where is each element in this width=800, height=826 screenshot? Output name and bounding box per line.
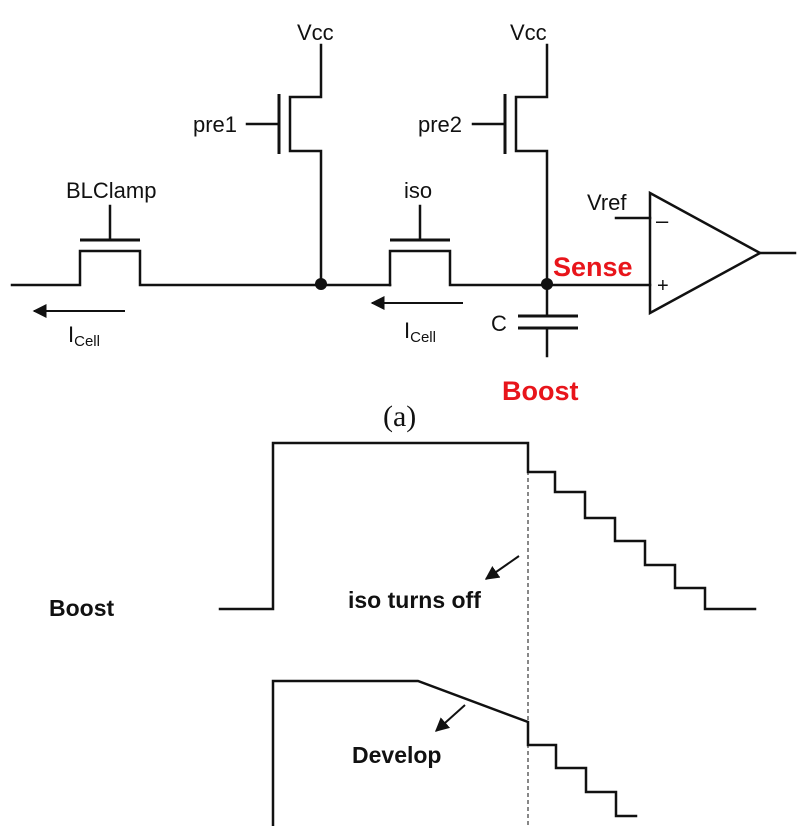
comparator-plus-label: +	[657, 275, 669, 297]
pre2-label: pre2	[418, 112, 462, 137]
boost-waveform	[218, 441, 757, 611]
caption-a: (a)	[383, 400, 416, 433]
iso-turns-off-arrow	[484, 555, 520, 580]
boost-node-label: Boost	[502, 376, 579, 406]
develop-arrow	[434, 704, 466, 732]
sense-waveform	[271, 679, 638, 826]
timing-waveforms: Boost iso turns off Develop	[49, 441, 757, 826]
iso-label: iso	[404, 178, 432, 203]
bitline-wire-left	[10, 249, 392, 287]
vref-label: Vref	[587, 190, 627, 215]
capacitor-label: C	[491, 311, 507, 336]
iso-turns-off-label: iso turns off	[348, 587, 481, 613]
comparator-minus-label: –	[656, 208, 669, 233]
bitline-wire-right	[388, 249, 652, 287]
blclamp-transistor	[80, 204, 140, 242]
sense-amplifier	[614, 190, 797, 316]
vcc-label-right: Vcc	[510, 20, 547, 45]
capacitor	[518, 283, 578, 358]
pre1-transistor	[245, 43, 323, 287]
blclamp-label: BLClamp	[66, 178, 156, 203]
vcc-label-left: Vcc	[297, 20, 334, 45]
sense-node-label: Sense	[553, 252, 633, 282]
circuit-schematic: Vcc Vcc pre1 pre2 BLClamp iso Vref – + I…	[10, 20, 797, 433]
icell-label-left: ICell	[68, 322, 100, 350]
icell-label-right: ICell	[404, 318, 436, 346]
develop-label: Develop	[352, 742, 441, 768]
pre2-transistor	[471, 43, 549, 287]
iso-transistor	[390, 204, 450, 242]
pre1-label: pre1	[193, 112, 237, 137]
node-dot-pre1	[315, 278, 327, 290]
boost-waveform-label: Boost	[49, 595, 115, 621]
